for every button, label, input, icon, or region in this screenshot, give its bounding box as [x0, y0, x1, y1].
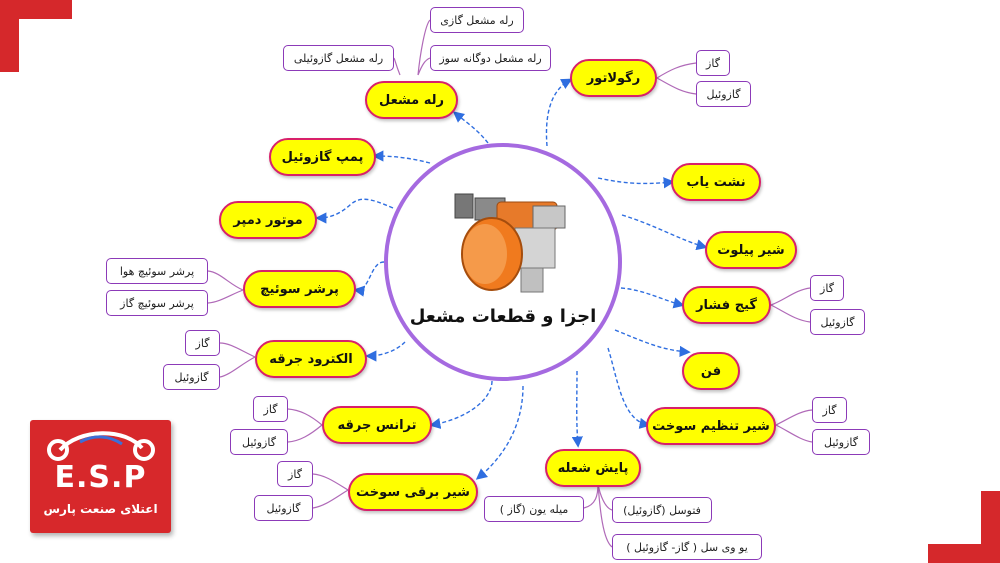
leaf-rele-gazi: رله مشعل گازی	[430, 7, 524, 33]
leaf-barghi-gaz: گاز	[277, 461, 313, 487]
logo-text: E.S.P	[54, 460, 147, 495]
connector-rele	[452, 111, 489, 144]
connector-payesh	[571, 370, 583, 448]
node-fan[interactable]: فن	[682, 352, 740, 390]
node-pomp-gazoil[interactable]: پمپ گازوئیل	[269, 138, 376, 176]
leaf-gauge-gaz: گاز	[810, 275, 844, 301]
leaf-payesh-fotosel: فتوسل (گازوئیل)	[612, 497, 712, 523]
leaf-trans-gazoil: گازوئیل	[230, 429, 288, 455]
leaf-tanzim-gaz: گاز	[812, 397, 847, 423]
connector-pilot	[621, 214, 708, 251]
leaf-electrode-gazoil: گازوئیل	[163, 364, 220, 390]
esp-logo: E.S.P اعتلای صنعت پارس	[30, 420, 171, 533]
center-title: اجزا و قطعات مشعل	[409, 306, 597, 327]
burner-image	[454, 193, 566, 293]
connector-shir-tanzim	[607, 347, 651, 429]
node-motor-damper[interactable]: موتور دمپر	[219, 201, 317, 239]
node-nasht-yab[interactable]: نشت یاب	[671, 163, 761, 201]
connector-electrode	[365, 341, 406, 362]
node-gauge-feshar[interactable]: گیج فشار	[682, 286, 771, 324]
node-regulator[interactable]: رگولاتور	[570, 59, 657, 97]
leaf-rele-gazoil: رله مشعل گازوئیلی	[283, 45, 394, 71]
leaf-rele-dogane: رله مشعل دوگانه سوز	[430, 45, 551, 71]
connector-fan	[614, 329, 691, 357]
connector-regulator	[545, 78, 573, 147]
connector-damper	[315, 198, 394, 224]
connector-presher	[353, 261, 385, 297]
node-shir-barghi[interactable]: شیر برقی سوخت	[348, 473, 478, 511]
leaf-tanzim-gazoil: گازوئیل	[812, 429, 870, 455]
leaf-presher-gaz: پرشر سوئیچ گاز	[106, 290, 208, 316]
connector-trans	[429, 380, 493, 429]
connector-nasht	[597, 177, 675, 189]
wrench-logo-icon	[47, 431, 155, 461]
node-shir-tanzim[interactable]: شیر تنظیم سوخت	[646, 407, 776, 445]
leaf-barghi-gazoil: گازوئیل	[254, 495, 313, 521]
node-payesh-shole[interactable]: پایش شعله	[545, 449, 641, 487]
node-trans-jaraghe[interactable]: ترانس جرقه	[322, 406, 432, 444]
node-presher-switch[interactable]: پرشر سوئیچ	[243, 270, 356, 308]
node-rele-mashal[interactable]: رله مشعل	[365, 81, 458, 119]
logo-subtitle: اعتلای صنعت پارس	[43, 502, 158, 516]
leaf-presher-hava: پرشر سوئیچ هوا	[106, 258, 208, 284]
leaf-regulator-gaz: گاز	[696, 50, 730, 76]
connector-pomp	[372, 150, 431, 164]
leaf-regulator-gazoil: گازوئیل	[696, 81, 751, 107]
connector-shir-barghi	[475, 385, 524, 480]
leaf-electrode-gaz: گاز	[185, 330, 220, 356]
corner-bottom-right-bar-vertical	[981, 491, 1000, 563]
connector-gauge	[620, 287, 685, 309]
node-electrode-jaraghe[interactable]: الکترود جرقه	[255, 340, 367, 378]
node-shir-pilot[interactable]: شیر پیلوت	[705, 231, 797, 269]
leaf-payesh-mile-yon: میله یون (گاز )	[484, 496, 584, 522]
leaf-gauge-gazoil: گازوئیل	[810, 309, 865, 335]
leaf-payesh-uv-cell: یو وی سل ( گاز- گازوئیل )	[612, 534, 762, 560]
corner-top-left-bar-vertical	[0, 0, 19, 72]
leaf-trans-gaz: گاز	[253, 396, 288, 422]
